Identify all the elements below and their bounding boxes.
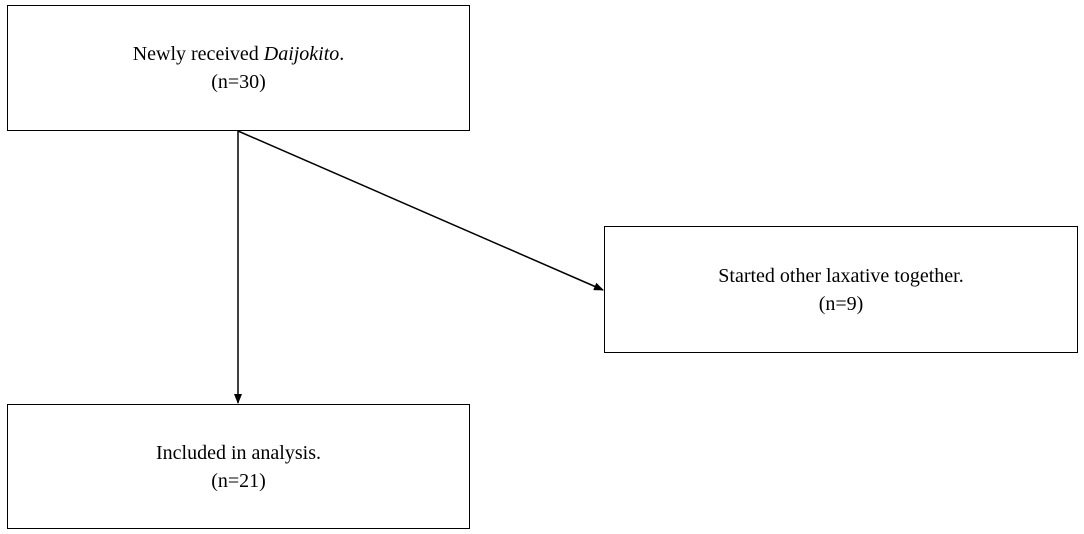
excluded-count: (n=9) [818, 292, 864, 315]
excluded-label: Started other laxative together. [718, 264, 964, 287]
start-label-suffix: . [339, 43, 345, 65]
included-box: Included in analysis. (n=21) [7, 404, 470, 529]
included-count: (n=21) [211, 469, 266, 492]
included-label: Included in analysis. [156, 441, 321, 464]
start-count: (n=30) [211, 71, 266, 93]
arrow-to-excluded [237, 130, 604, 291]
start-label: Newly received Daijokito. [133, 40, 345, 68]
start-label-prefix: Newly received [132, 43, 264, 65]
excluded-box: Started other laxative together. (n=9) [604, 226, 1078, 353]
start-label-italic: Daijokito [263, 43, 340, 65]
start-box: Newly received Daijokito. (n=30) [7, 5, 470, 131]
